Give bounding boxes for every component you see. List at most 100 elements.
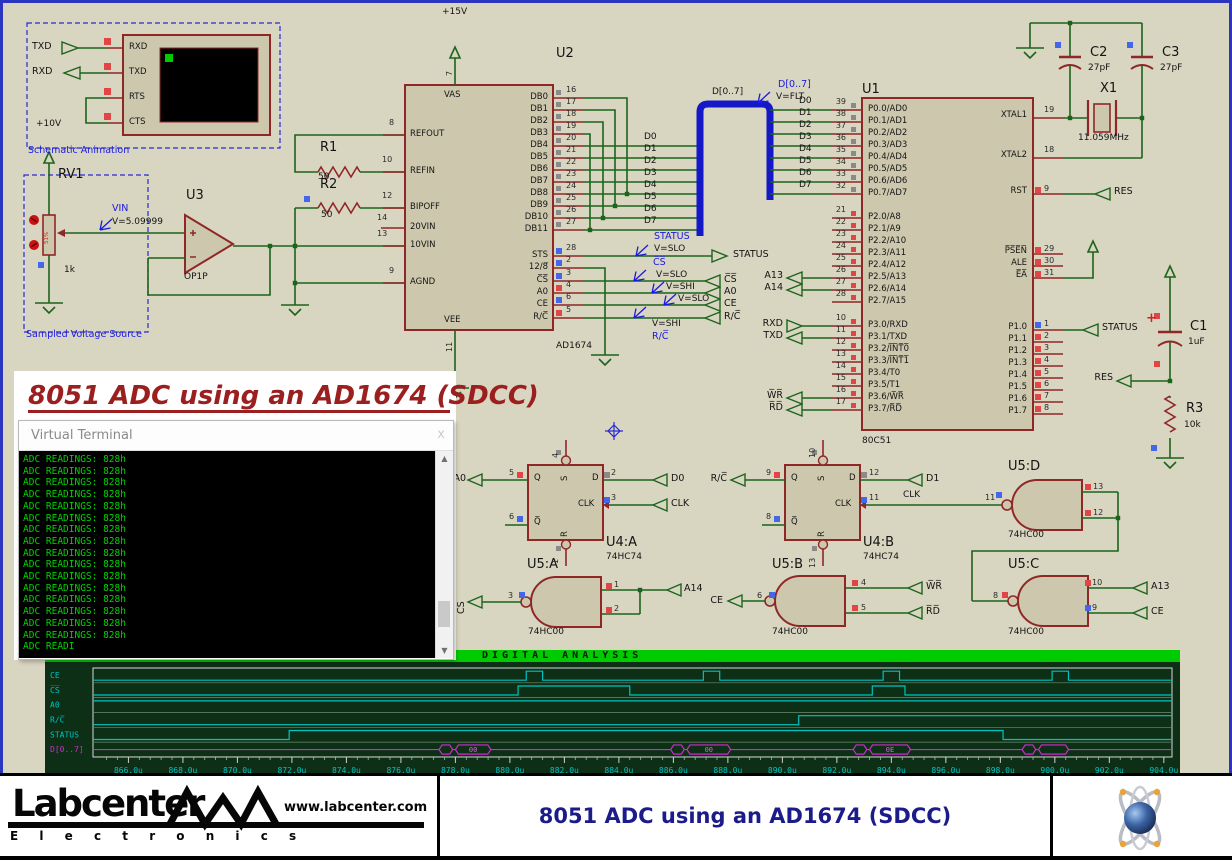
terminal-line: ADC READINGS: 828h — [23, 512, 126, 524]
page-title: 8051 ADC using an AD1674 (SDCC) — [28, 381, 539, 411]
rc-input-terminal-icon — [703, 310, 721, 326]
terminal-line: ADC READINGS: 828h — [23, 489, 126, 501]
terminal-line: ADC READINGS: 828h — [23, 617, 126, 629]
terminal-cursor — [165, 54, 173, 62]
axis-tick-label: 888.0u — [713, 766, 742, 775]
terminal-line: ADC READINGS: 828h — [23, 571, 126, 583]
footer-title: 8051 ADC using an AD1674 (SDCC) — [538, 804, 952, 828]
u5c-nand[interactable] — [972, 575, 1148, 627]
labcenter-logo-sub: E l e c t r o n i c s — [10, 829, 305, 843]
u4b-flipflop[interactable] — [729, 440, 1002, 566]
terminal-line: ADC READI — [23, 641, 75, 653]
virtual-terminal-screen — [159, 47, 259, 123]
axis-tick-label: 886.0u — [659, 766, 688, 775]
terminal-line: ADC READINGS: 828h — [23, 547, 126, 559]
labcenter-logo-waveform-icon — [8, 784, 424, 831]
axis-tick-label: 868.0u — [168, 766, 197, 775]
window-border-right — [1229, 0, 1232, 776]
close-icon[interactable]: x — [437, 427, 445, 442]
axis-tick-label: 890.0u — [768, 766, 797, 775]
crystal-circuit[interactable] — [1015, 22, 1154, 159]
axis-tick-label: 878.0u — [441, 766, 470, 775]
terminal-line: ADC READINGS: 828h — [23, 594, 126, 606]
axis-tick-label: 870.0u — [223, 766, 252, 775]
scroll-up-icon[interactable]: ▲ — [441, 454, 448, 463]
terminal-line: ADC READINGS: 828h — [23, 606, 126, 618]
proteus-atom-icon — [1118, 785, 1162, 851]
wf-signal-label-D[0..7]: D[0..7] — [50, 745, 84, 754]
axis-tick-label: 874.0u — [332, 766, 361, 775]
axis-tick-label: 872.0u — [277, 766, 306, 775]
r2-resistor[interactable] — [280, 196, 405, 316]
junction-dots — [267, 20, 1173, 593]
schematic-animation-block[interactable] — [26, 22, 281, 149]
wf-trace-CE — [93, 670, 1172, 681]
wf-signal-label-CE: CE — [50, 671, 60, 680]
terminal-line: ADC READINGS: 828h — [23, 559, 126, 571]
wf-bus-value: 00 — [469, 746, 477, 754]
terminal-line: ADC READINGS: 828h — [23, 477, 126, 489]
virtual-terminal-title: Virtual Terminal — [31, 428, 133, 443]
wf-bus-value: 00 — [705, 746, 713, 754]
scroll-down-icon[interactable]: ▼ — [441, 646, 448, 655]
rv1-potentiometer[interactable] — [23, 151, 185, 333]
window-border-left — [0, 0, 3, 776]
terminal-line: ADC READINGS: 828h — [23, 500, 126, 512]
axis-tick-label: 894.0u — [877, 766, 906, 775]
schematic-canvas[interactable] — [0, 0, 1232, 775]
wf-bus-value: 0E — [886, 746, 894, 754]
wf-signal-label-R/C: R/C̅ — [50, 714, 65, 724]
r1-resistor[interactable] — [294, 134, 405, 179]
labcenter-url: www.labcenter.com — [284, 800, 428, 815]
footer-bottom-border — [0, 856, 1232, 860]
terminal-line: ADC READINGS: 828h — [23, 465, 126, 477]
axis-tick-label: 880.0u — [495, 766, 524, 775]
axis-tick-label: 898.0u — [986, 766, 1015, 775]
data-bus[interactable] — [696, 91, 774, 236]
digital-analysis-plot-bg — [45, 662, 1180, 775]
origin-marker-icon — [605, 422, 623, 440]
digital-analysis-traces: 866.0u 868.0u 870.0u 872.0u 874.0u 876.0u 878.… — [50, 667, 1178, 775]
u5a-nand[interactable] — [466, 576, 682, 628]
virtual-terminal-titlebar[interactable]: Virtual Terminal x — [19, 421, 453, 451]
footer-divider-1 — [437, 776, 440, 856]
wf-trace-R/C — [93, 715, 1172, 726]
scrollbar-thumb[interactable] — [438, 601, 450, 627]
axis-tick-label: 892.0u — [822, 766, 851, 775]
wf-trace-CS — [93, 685, 1172, 696]
wf-signal-label-CS: C̅S̅ — [50, 684, 60, 694]
ce-input-terminal-icon — [703, 297, 721, 313]
reset-network[interactable] — [1115, 265, 1185, 469]
axis-tick-label: 896.0u — [931, 766, 960, 775]
axis-tick-label: 866.0u — [114, 766, 143, 775]
terminal-line: ADC READINGS: 828h — [23, 629, 126, 641]
wf-trace-STATUS — [93, 729, 1172, 741]
page-title-underline — [28, 410, 450, 413]
u2-ad1674[interactable] — [381, 46, 729, 399]
u3-opamp[interactable] — [147, 213, 405, 296]
terminal-line: ADC READINGS: 828h — [23, 582, 126, 594]
terminal-line: ADC READINGS: 828h — [23, 454, 126, 465]
cs-input-terminal-icon — [703, 273, 721, 289]
wf-signal-label-A0: A0 — [50, 701, 60, 710]
status-output-terminal-icon — [711, 248, 729, 264]
u1-80c51[interactable] — [770, 97, 1111, 431]
u5d-nand[interactable] — [971, 479, 1119, 601]
u5b-nand[interactable] — [726, 575, 923, 627]
terminal-line: ADC READINGS: 828h — [23, 535, 126, 547]
axis-tick-label: 902.0u — [1095, 766, 1124, 775]
virtual-terminal-scrollbar[interactable]: ▲ ▼ — [435, 451, 453, 658]
axis-tick-label: 876.0u — [386, 766, 415, 775]
terminal-rxd-icon — [62, 65, 81, 81]
terminal-txd-icon — [61, 40, 80, 56]
terminal-line: ADC READINGS: 828h — [23, 524, 126, 536]
axis-tick-label: 882.0u — [550, 766, 579, 775]
axis-tick-label: 900.0u — [1040, 766, 1069, 775]
axis-tick-label: 884.0u — [604, 766, 633, 775]
footer-divider-2 — [1050, 776, 1053, 856]
u4a-flipflop[interactable] — [466, 440, 668, 566]
